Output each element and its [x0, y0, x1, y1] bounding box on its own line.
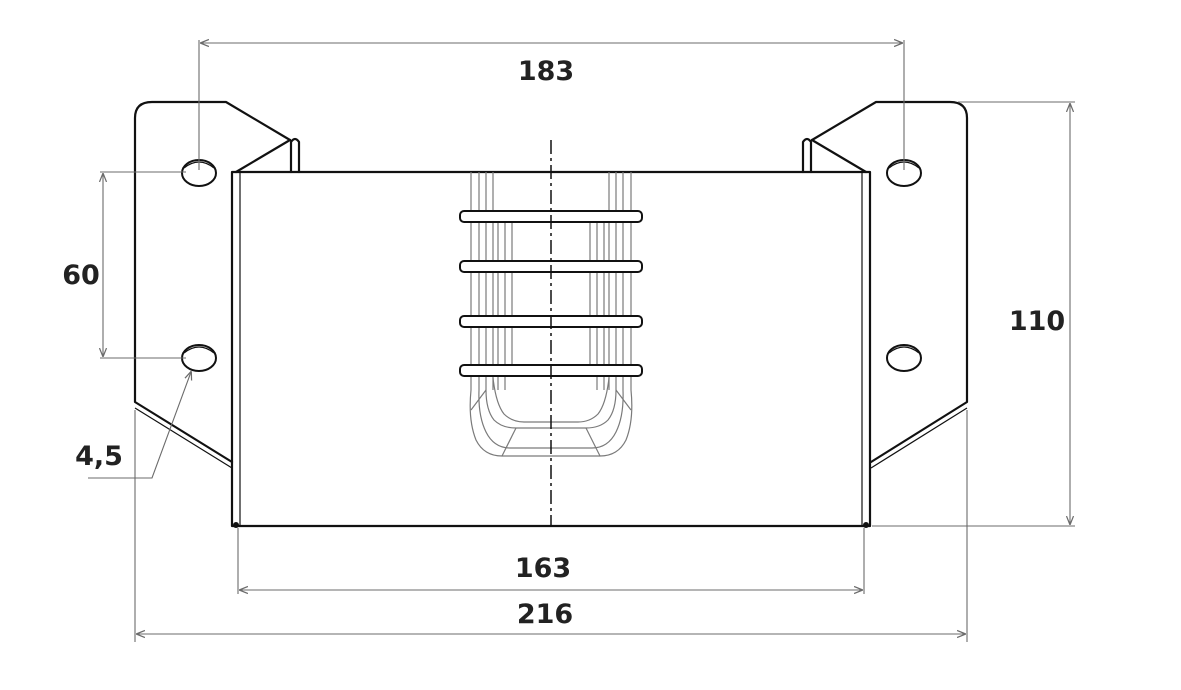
- left-flange-edge: [134, 407, 233, 469]
- hole-bottom-right: [886, 344, 922, 372]
- dimension-height-label: 110: [1009, 306, 1065, 337]
- dimension-inner-width-label: 163: [515, 553, 571, 584]
- dimension-216: 216: [134, 410, 968, 642]
- dimension-183: 183: [198, 40, 905, 170]
- hole-bottom-left: [181, 344, 217, 372]
- dimension-overall-width-label: 216: [517, 599, 573, 630]
- dimension-4-5: 4,5: [75, 372, 191, 479]
- mounting-plate: [133, 100, 969, 469]
- dimension-60: 60: [62, 171, 186, 359]
- right-tab: [801, 137, 813, 174]
- left-tab: [289, 137, 301, 174]
- dimension-163: 163: [237, 528, 865, 594]
- guard-cage: [469, 172, 633, 457]
- dimension-hole-diameter-label: 4,5: [75, 441, 123, 472]
- hole-bottom-right-rim: [888, 346, 920, 354]
- right-flange-bevel: [810, 138, 868, 174]
- hole-bottom-left-rim: [183, 346, 215, 354]
- right-flange-edge: [870, 407, 968, 469]
- dimension-hole-spacing-label: 60: [62, 260, 100, 291]
- front-box-right-foot: [863, 522, 869, 528]
- left-flange-bevel: [234, 138, 292, 174]
- dimension-110: 110: [872, 101, 1075, 527]
- left-flange-outline: [133, 100, 292, 464]
- dimension-top-width-label: 183: [518, 56, 574, 87]
- right-flange-outline: [810, 100, 969, 464]
- front-box-left-foot: [233, 522, 239, 528]
